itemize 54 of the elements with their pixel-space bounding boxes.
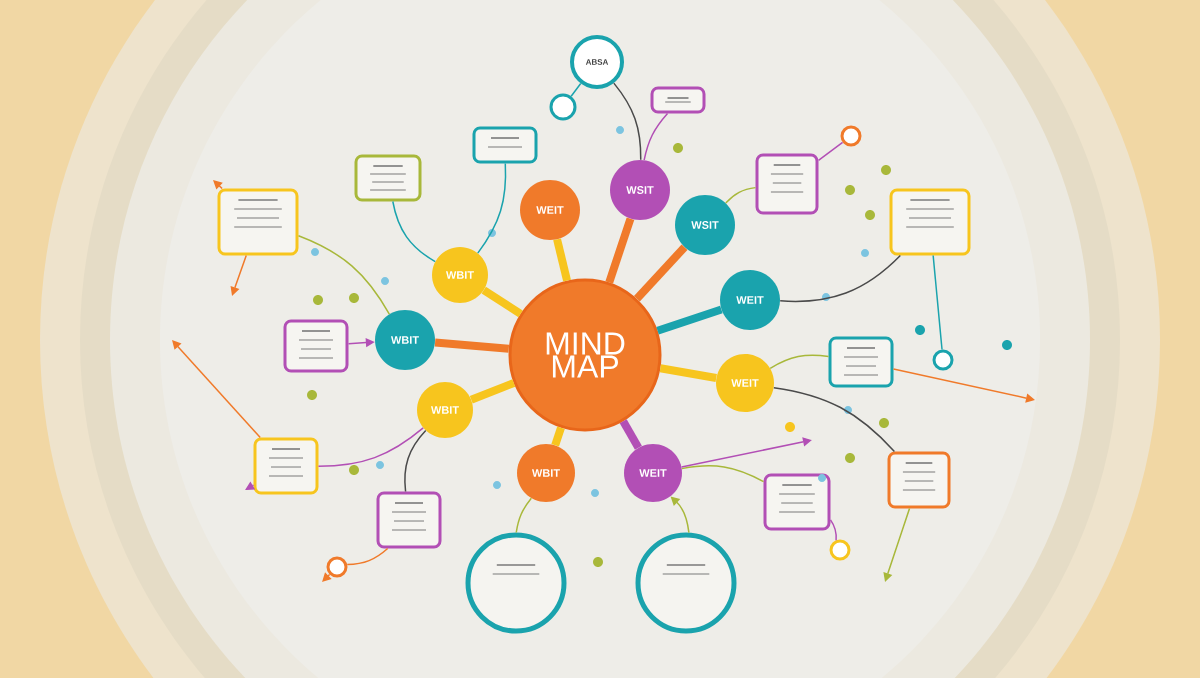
- connector: [346, 547, 389, 566]
- spoke: [469, 379, 516, 404]
- ring: [829, 539, 851, 561]
- connector: [681, 465, 765, 483]
- connector: [817, 141, 844, 162]
- spoke: [605, 217, 635, 284]
- ring: [932, 349, 954, 371]
- connector: [769, 354, 830, 370]
- text-box: [828, 336, 894, 388]
- connector: [680, 437, 812, 468]
- connector: [213, 180, 223, 190]
- connector: [515, 497, 533, 534]
- text-box: [763, 473, 831, 531]
- connector: [773, 386, 896, 453]
- connector: [883, 507, 911, 582]
- text-box: [283, 319, 349, 373]
- connector: [829, 519, 837, 541]
- spoke: [633, 244, 688, 302]
- text-box: [472, 126, 538, 164]
- summary-circle: [635, 532, 737, 634]
- ring: [840, 125, 862, 147]
- connector: [613, 82, 642, 161]
- connector: [317, 427, 424, 468]
- text-box: [889, 188, 971, 256]
- connector: [392, 200, 436, 263]
- connector: [172, 340, 261, 439]
- connector: [570, 82, 582, 97]
- text-box: [887, 451, 951, 509]
- connector: [670, 496, 690, 534]
- connector: [322, 572, 332, 582]
- spoke: [551, 426, 565, 447]
- connector: [404, 429, 427, 493]
- ring: [326, 556, 348, 578]
- text-box: [376, 491, 442, 549]
- connector: [643, 112, 669, 161]
- connector: [932, 254, 943, 351]
- connector: [477, 162, 507, 254]
- text-box: [650, 86, 706, 114]
- connector: [725, 186, 757, 204]
- ring: [549, 93, 577, 121]
- text-box: [217, 188, 299, 256]
- connector: [230, 254, 247, 296]
- spoke: [619, 419, 642, 450]
- text-box: [253, 437, 319, 495]
- connector: [779, 254, 902, 303]
- summary-circle: [465, 532, 567, 634]
- spoke: [553, 238, 571, 282]
- text-box: [755, 153, 819, 215]
- text-box: [354, 154, 422, 202]
- spoke: [481, 286, 523, 318]
- connector: [892, 368, 1035, 403]
- spoke: [434, 338, 510, 353]
- connector: [297, 235, 391, 315]
- spoke: [656, 305, 723, 335]
